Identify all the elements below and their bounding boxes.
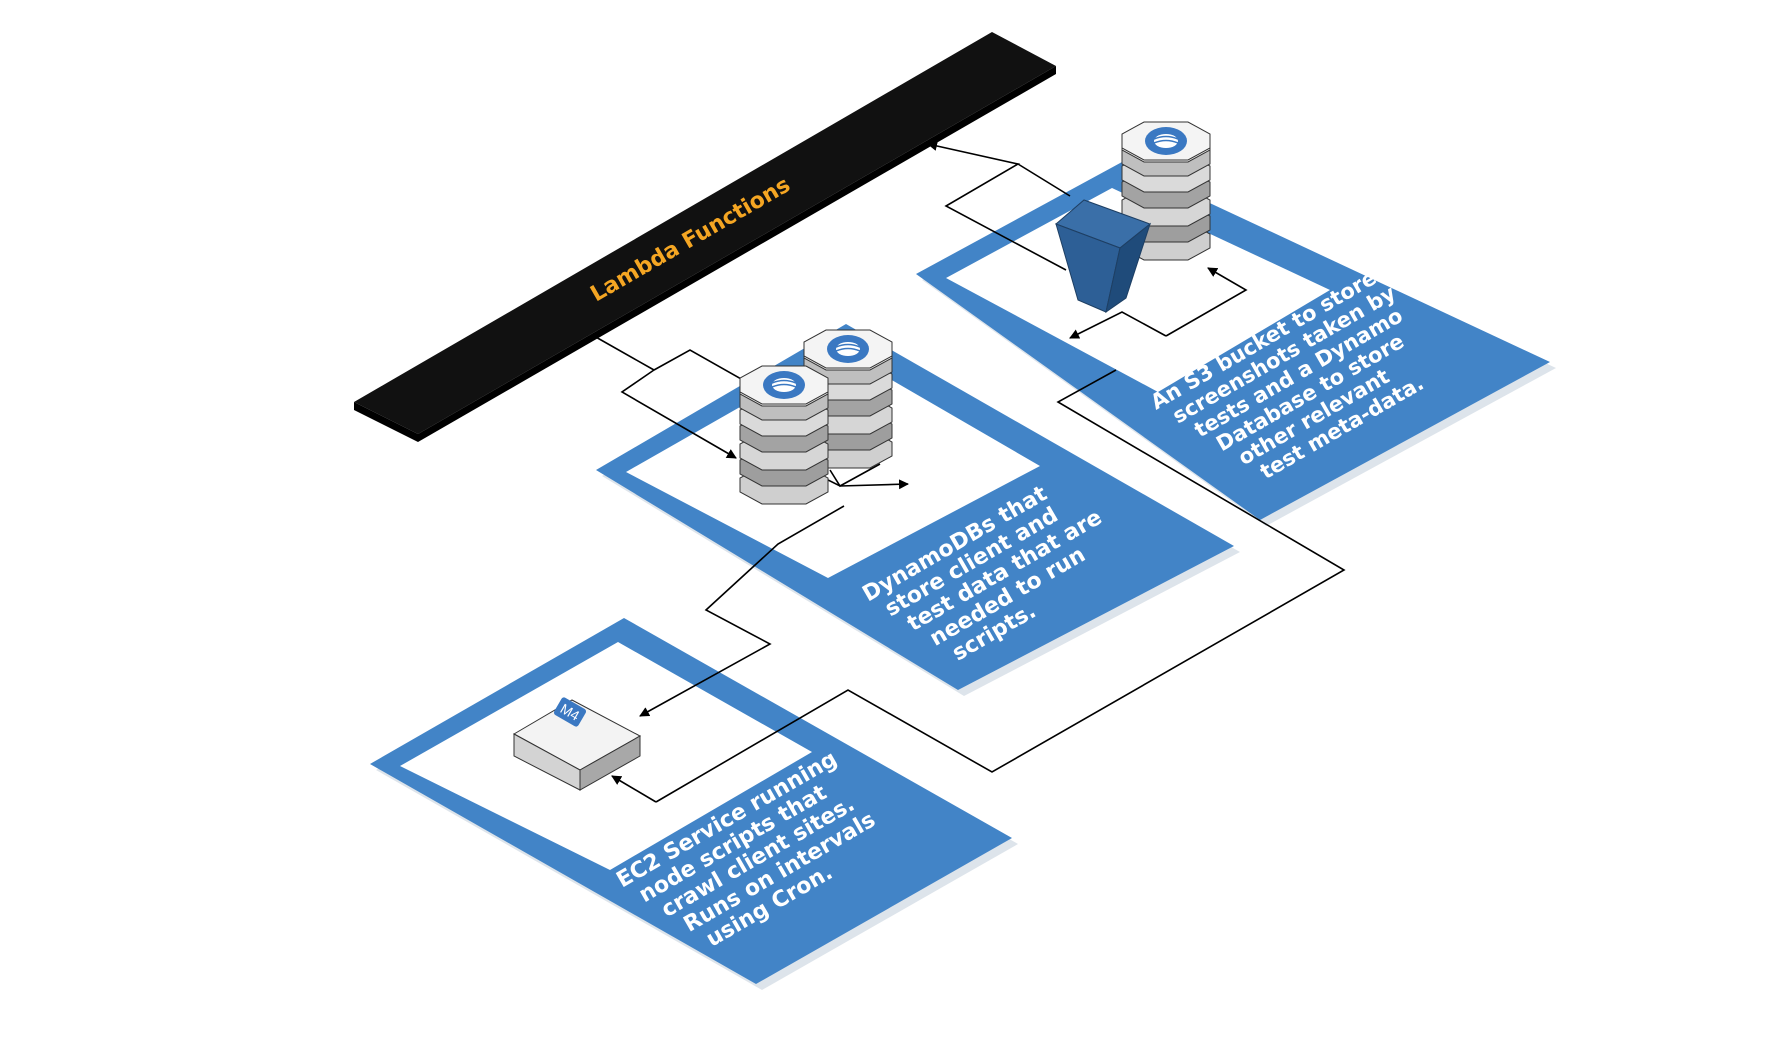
lambda-functions-bar: Lambda Functions bbox=[354, 32, 1056, 442]
s3-bucket-icon bbox=[1055, 199, 1152, 314]
ec2-instance-icon: M4 bbox=[512, 697, 642, 791]
connectors bbox=[593, 141, 1346, 803]
dynamodb-stack-front bbox=[739, 365, 829, 505]
